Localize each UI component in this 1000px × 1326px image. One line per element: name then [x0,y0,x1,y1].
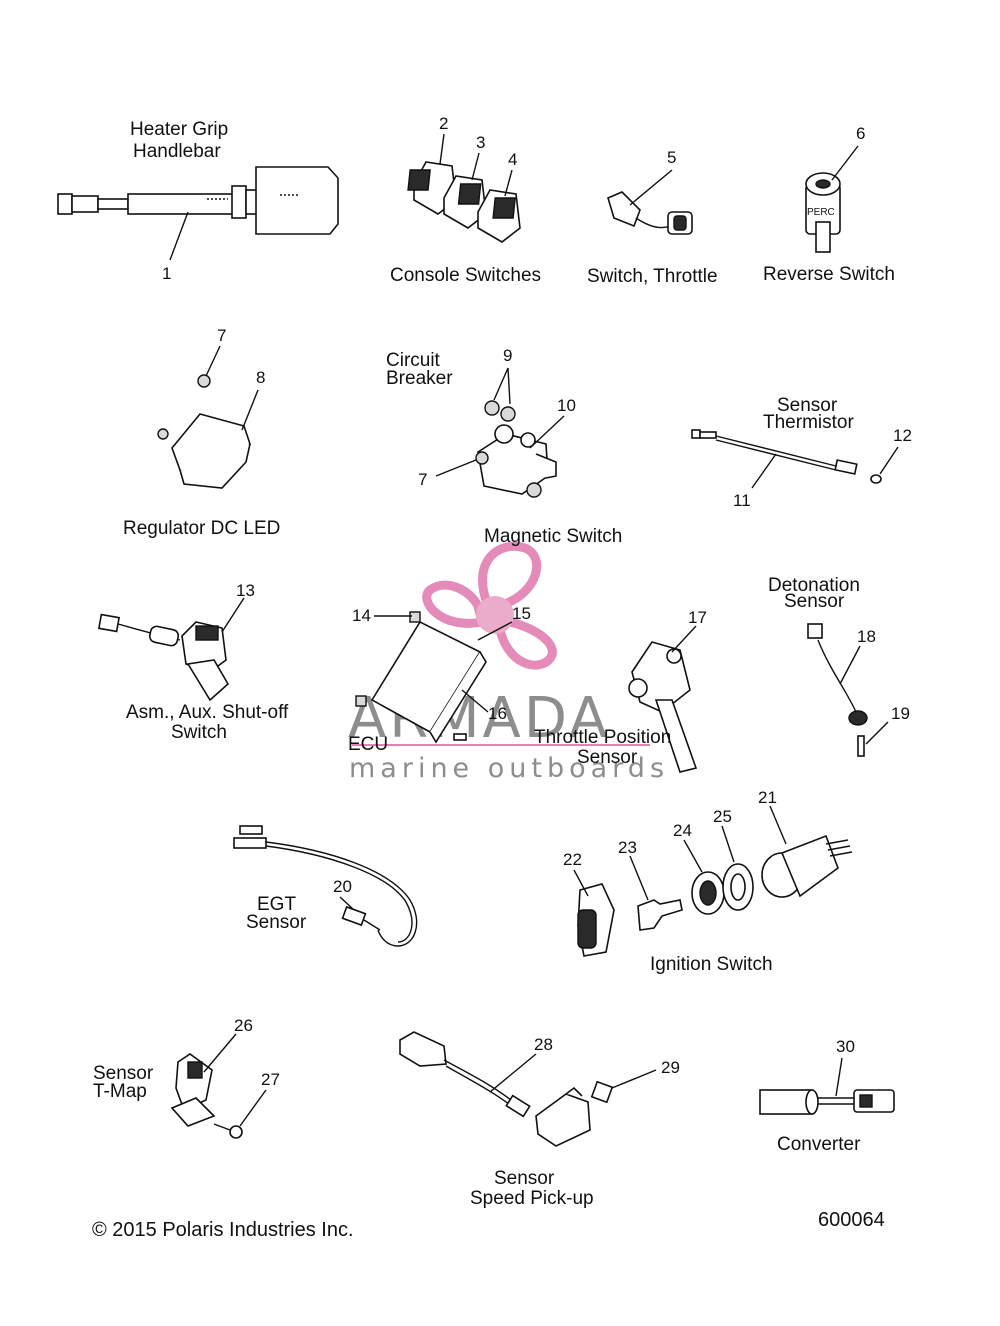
callout-11: 11 [733,491,751,510]
callout-16: 16 [488,704,507,723]
heater-grip-handlebar-part [57,166,339,235]
callout-13: 13 [236,581,255,600]
regulator-part [157,374,251,489]
callout-20: 20 [333,877,352,896]
label-ecu: ECU [348,734,388,755]
callout-4: 4 [508,150,517,169]
armada-propeller-icon [422,541,557,670]
label-regulator: Regulator DC LED [123,518,280,539]
label-ignition-switch: Ignition Switch [650,954,773,975]
diagram-number: 600064 [818,1209,885,1231]
callout-17: 17 [688,608,707,627]
callout-5: 5 [667,148,676,167]
reverse-switch-part: PERC [805,172,841,253]
label-speed-2: Speed Pick-up [470,1188,594,1209]
callout-10: 10 [557,396,576,415]
label-switch-throttle: Switch, Throttle [587,266,718,287]
label-heater-grip-1: Heater Grip [130,119,228,140]
detonation-sensor-part [807,623,868,757]
tmap-sensor-part [170,1053,243,1139]
label-shutoff-2: Switch [171,722,227,743]
callout-19: 19 [891,704,910,723]
throttle-position-sensor-part [628,641,698,773]
speed-pickup-sensor-part [399,1031,614,1147]
callout-15: 15 [512,604,531,623]
ignition-switch-part [577,834,853,957]
label-heater-grip-2: Handlebar [133,141,221,162]
watermark-tagline: marine outboards [349,753,669,784]
callout-9: 9 [503,346,512,365]
label-egt-1: EGT [257,894,296,915]
callout-24: 24 [673,821,692,840]
magnetic-switch-part [475,400,557,498]
callout-27: 27 [261,1070,280,1089]
callout-6: 6 [856,124,865,143]
label-sensor-thermistor-1: Sensor [777,395,838,416]
callout-30: 30 [836,1037,855,1056]
switch-throttle-part [607,191,693,235]
converter-part [759,1089,895,1115]
label-tmap-1: Sensor [93,1063,154,1084]
callout-2: 2 [439,114,448,133]
label-sensor-thermistor-2: Thermistor [763,412,854,433]
callout-14: 14 [352,606,371,625]
label-detonation-2: Sensor [784,591,845,612]
callout-22: 22 [563,850,582,869]
label-speed-1: Sensor [494,1168,555,1189]
callout-3: 3 [476,133,485,152]
label-circuit-breaker-2: Breaker [386,368,453,389]
callout-25: 25 [713,807,732,826]
callout-7a: 7 [217,326,226,345]
callout-21: 21 [758,788,777,807]
ecu-part [355,611,487,744]
label-detonation-1: Detonation [768,575,860,596]
console-switches-part [407,161,521,243]
label-tps-2: Sensor [577,747,638,768]
callout-18: 18 [857,627,876,646]
label-tps-1: Throttle Position [534,727,671,748]
callout-8: 8 [256,368,265,387]
copyright-text: © 2015 Polaris Industries Inc. [92,1219,354,1241]
label-converter: Converter [777,1134,861,1155]
callout-1: 1 [162,264,171,283]
callout-28: 28 [534,1035,553,1054]
label-magnetic-switch: Magnetic Switch [484,526,622,547]
label-egt-2: Sensor [246,912,307,933]
perc-text: PERC [807,207,835,218]
label-console-switches: Console Switches [390,265,541,286]
egt-sensor-part [233,825,418,947]
label-circuit-breaker-1: Circuit [386,350,441,371]
callout-29: 29 [661,1058,680,1077]
label-shutoff-1: Asm., Aux. Shut-off [126,702,289,723]
watermark: ARMADA marine outboards [348,541,669,784]
callout-12: 12 [893,426,912,445]
callout-7b: 7 [418,470,427,489]
aux-shutoff-switch-part [97,613,230,702]
label-reverse-switch: Reverse Switch [763,264,895,285]
callout-23: 23 [618,838,637,857]
sensor-thermistor-part [691,429,882,484]
label-tmap-2: T-Map [93,1081,147,1102]
callout-26: 26 [234,1016,253,1035]
